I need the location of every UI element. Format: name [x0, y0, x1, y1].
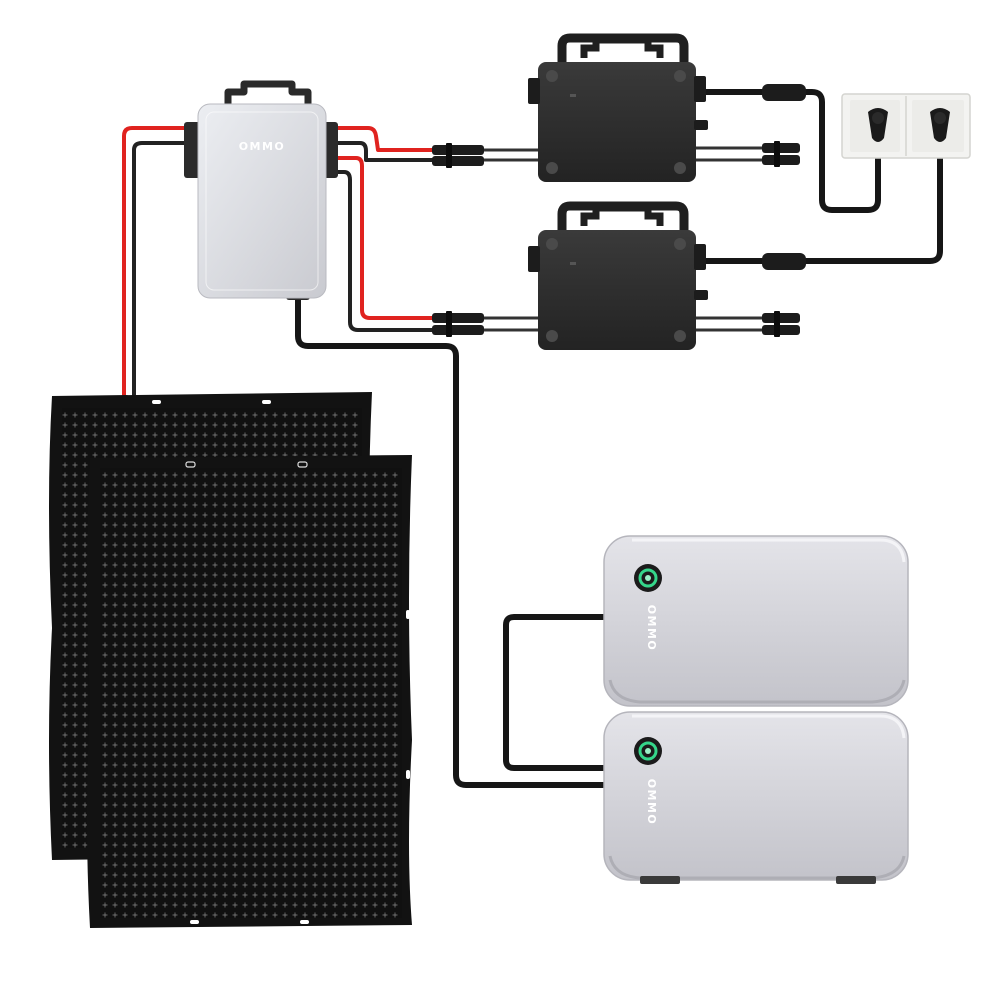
mc4-connector-icon — [762, 141, 800, 167]
battery-link-cable — [503, 614, 609, 771]
hub-battery-cable — [295, 295, 609, 788]
solar-panel-front — [87, 455, 412, 928]
panel-negative-cable — [132, 141, 192, 398]
battery-module-top: OMMO — [603, 535, 909, 707]
inverter1-ac-cable — [691, 89, 881, 213]
hub-junction-box: OMMO — [184, 80, 338, 300]
inverter1-in-leads — [478, 148, 540, 162]
panel-positive-cable — [122, 126, 192, 398]
ac-connector — [762, 84, 806, 101]
battery-bottom-logo: OMMO — [645, 779, 658, 826]
schuko-plug-icon — [868, 108, 888, 142]
micro-inverter-2 — [528, 201, 708, 350]
hub-inverter2-positive-cable — [331, 156, 442, 320]
mc4-connector-icon — [432, 311, 484, 337]
hub-logo: OMMO — [239, 140, 286, 153]
mounting-hole-icon — [297, 461, 308, 468]
ac-connector — [762, 253, 806, 270]
micro-inverter-1 — [528, 33, 708, 182]
hub-inverter2-negative-cable — [331, 170, 442, 332]
inverter2-ac-cable — [691, 147, 943, 264]
cables — [122, 89, 943, 788]
mounting-hole-icon — [406, 610, 410, 619]
hub-inverter1-negative-cable — [331, 141, 442, 162]
mounting-hole-icon — [406, 770, 410, 779]
wall-socket-double — [841, 93, 971, 159]
power-button-icon[interactable] — [634, 564, 662, 592]
mounting-hole-icon — [152, 400, 161, 404]
mc4-connector-icon — [762, 311, 800, 337]
battery-module-bottom: OMMO — [603, 711, 909, 884]
hub-inverter1-positive-cable — [331, 126, 442, 152]
power-button-icon[interactable] — [634, 737, 662, 765]
mc4-connector-icon — [432, 143, 484, 168]
mounting-hole-icon — [190, 920, 199, 924]
inverter2-in-leads — [478, 316, 540, 332]
battery-top-logo: OMMO — [645, 605, 658, 652]
mounting-hole-icon — [262, 400, 271, 404]
mounting-hole-icon — [185, 461, 196, 468]
battery-foot — [836, 876, 876, 884]
schuko-plug-icon — [930, 108, 950, 142]
battery-foot — [640, 876, 680, 884]
mounting-hole-icon — [300, 920, 309, 924]
mc4-connectors — [432, 84, 806, 337]
